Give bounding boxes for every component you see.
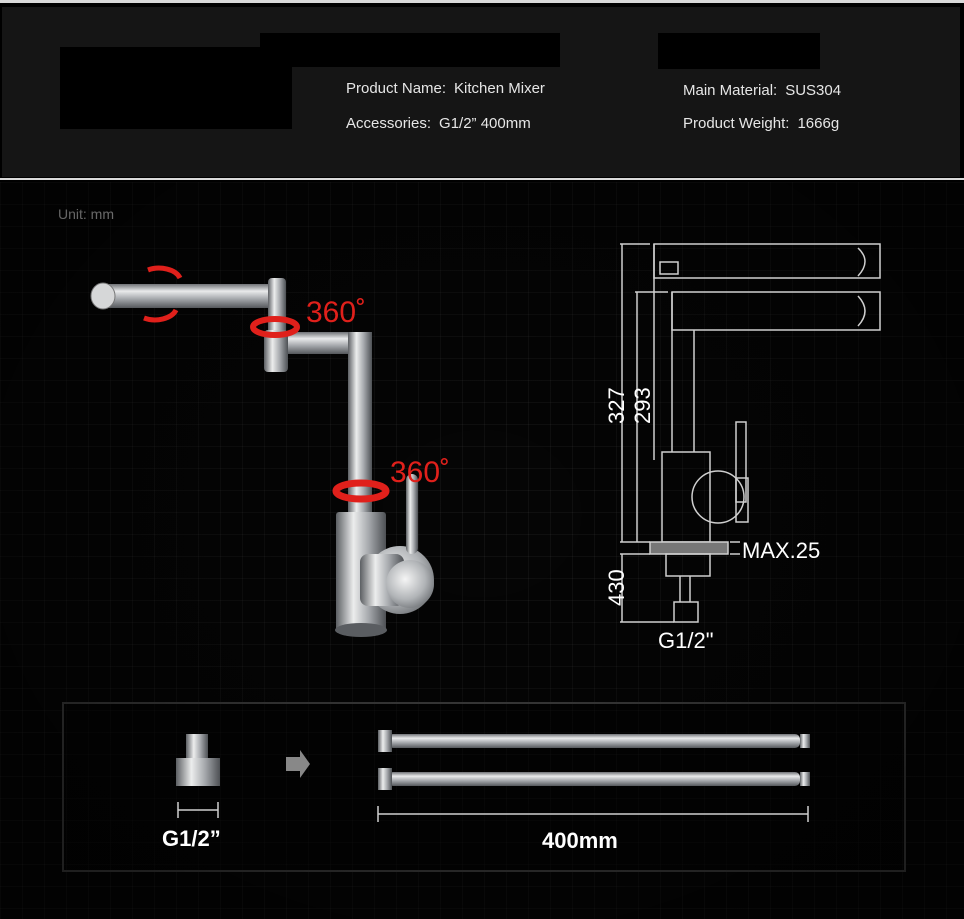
spec-main-material: Main Material: SUS304 (683, 82, 841, 99)
dimension-below-deck: 430 (604, 569, 629, 606)
connector-fitting (176, 734, 220, 818)
redacted-block (658, 33, 820, 69)
spec-product-weight: Product Weight: 1666g (683, 115, 839, 132)
rotation-ring-elbow (250, 316, 300, 338)
rotation-label-bottom: 360˚ (390, 456, 450, 489)
faucet-lower-arm (264, 330, 371, 372)
spec-value: 1666g (797, 115, 840, 132)
arrow-right-icon (286, 750, 310, 778)
faucet-upper-arm (90, 278, 286, 338)
dimension-spout-height: 293 (630, 387, 655, 424)
dimension-thread-bottom: G1/2" (658, 628, 714, 653)
faucet-body (335, 332, 434, 637)
spec-value: G1/2” 400mm (439, 115, 531, 132)
connector-label: G1/2” (162, 826, 221, 851)
product-stage: Unit: mm (0, 182, 964, 919)
spec-value: Kitchen Mixer (454, 80, 545, 97)
rotation-arrows-spout (143, 265, 183, 323)
dimension-overall-height: 327 (604, 387, 629, 424)
redacted-block (60, 47, 292, 129)
rotation-ring-body (332, 479, 390, 503)
redacted-block (260, 33, 560, 67)
spec-key: Product Weight: (683, 115, 790, 132)
hose-length-label: 400mm (542, 828, 618, 853)
spec-key: Main Material: (683, 82, 778, 99)
dimension-max-deck: MAX.25 (742, 538, 820, 563)
accessories-panel (62, 702, 906, 872)
spec-value: SUS304 (785, 82, 842, 99)
hose-pair (377, 730, 810, 822)
spec-product-name: Product Name: Kitchen Mixer (346, 80, 545, 97)
spec-accessories: Accessories: G1/2” 400mm (346, 115, 531, 132)
technical-drawing (620, 243, 881, 623)
spec-key: Product Name: (346, 80, 447, 97)
rotation-label-top: 360˚ (306, 296, 366, 329)
spec-key: Accessories: (346, 115, 432, 132)
spec-band: Product Name: Kitchen Mixer Accessories: G… (0, 0, 964, 180)
faucet-illustration: 360˚ 360˚ 327 293 430 MAX.25 G1/2" (90, 243, 881, 822)
unit-label: Unit: mm (58, 206, 114, 222)
